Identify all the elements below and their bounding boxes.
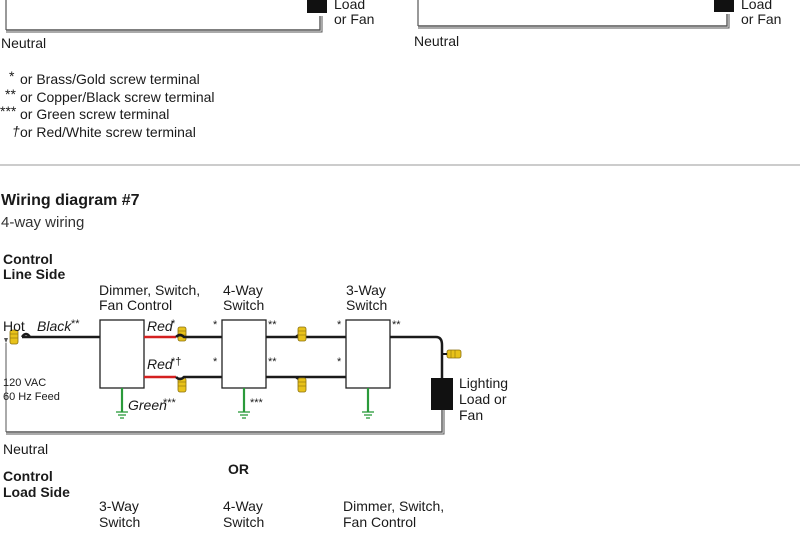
fourway-ground-icon — [238, 411, 250, 419]
bottom-fourway-label-2: Switch — [223, 514, 265, 530]
top-right-neutral-label: Neutral — [414, 33, 460, 49]
lighting-load-label-1: Lighting — [459, 375, 509, 391]
control-load-side-label-1: Control — [3, 468, 53, 484]
footnote-mark-1: * — [9, 68, 15, 84]
traveler-top-1 — [175, 333, 222, 339]
footnote-mark-2: ** — [5, 86, 16, 102]
or-label: OR — [228, 461, 249, 477]
top-left-load-label-1: Load — [334, 0, 366, 12]
dimmer-device-box — [99, 319, 145, 389]
control-line-side-label-1: Control — [3, 251, 53, 267]
fourway-top-right-mark: ** — [268, 319, 277, 331]
top-right-load-box — [714, 0, 734, 12]
footnote-text-4: or Red/White screw terminal — [20, 124, 196, 140]
black-wire-mark: ** — [71, 318, 80, 330]
top-right-load-label-1: Load — [741, 0, 773, 12]
green-wire-mark: *** — [163, 397, 176, 409]
dimmer-ground-icon — [116, 411, 128, 419]
diagram-subtitle: 4-way wiring — [1, 214, 85, 231]
vac-label-1: 120 VAC — [3, 377, 47, 389]
vac-label-2: 60 Hz Feed — [3, 391, 60, 403]
red-top-mark: * — [171, 318, 176, 330]
bottom-dimmer-label-2: Fan Control — [343, 514, 417, 530]
red-top-label: Red — [147, 318, 173, 334]
bottom-dimmer-label-1: Dimmer, Switch, — [343, 498, 445, 514]
top-left-load-label-2: or Fan — [334, 11, 375, 27]
dimmer-label-2: Fan Control — [99, 297, 173, 313]
fourway-bottom-right-mark: ** — [268, 356, 277, 368]
threeway-label-2: Switch — [346, 297, 388, 313]
diagram-title: Wiring diagram #7 — [1, 192, 140, 209]
fourway-device-box — [221, 319, 267, 389]
fourway-green-mark: *** — [250, 397, 263, 409]
footnote-text-3: or Green screw terminal — [20, 106, 170, 122]
top-left-neutral-label: Neutral — [1, 35, 47, 51]
neutral-return-wire — [6, 410, 443, 433]
hot-wirenut-icon — [9, 329, 19, 345]
bottom-threeway-label-1: 3-Way — [99, 498, 139, 514]
footnote-text-2: or Copper/Black screw terminal — [20, 89, 215, 105]
feed-arrow-top — [4, 338, 8, 343]
lighting-load-label-3: Fan — [459, 407, 484, 423]
fourway-bottom-left-mark: * — [213, 356, 218, 368]
footnote-mark-4: † — [12, 123, 20, 139]
wirenut-bottom-2-icon — [297, 377, 307, 393]
hot-label: Hot — [3, 318, 25, 334]
neutral-return-wire-2 — [6, 410, 445, 435]
bottom-fourway-label-1: 4-Way — [223, 498, 263, 514]
wirenut-top-2-icon — [297, 326, 307, 342]
bottom-threeway-label-2: Switch — [99, 514, 141, 530]
top-right-neutral-wire-2 — [418, 14, 730, 29]
lighting-load-label-2: Load or — [459, 391, 507, 407]
neutral-label: Neutral — [3, 441, 49, 457]
footnote-mark-3: *** — [0, 103, 17, 119]
threeway-top-right-mark: ** — [392, 319, 401, 331]
top-left-load-box — [307, 0, 327, 13]
red-bottom-mark: *† — [171, 356, 182, 368]
control-load-side-label-2: Load Side — [3, 484, 70, 500]
hot-wire-curl — [20, 332, 32, 338]
threeway-device-box — [345, 319, 391, 389]
control-line-side-label-2: Line Side — [3, 266, 66, 282]
footnote-text-1: or Brass/Gold screw terminal — [20, 71, 200, 87]
red-bottom-label: Red — [147, 356, 173, 372]
lighting-load-box — [431, 378, 453, 410]
threeway-ground-icon — [362, 411, 374, 419]
threeway-bottom-left-mark: * — [337, 356, 342, 368]
black-wire-label: Black — [37, 318, 72, 334]
traveler-bottom-1 — [175, 375, 222, 381]
load-wirenut-icon — [446, 349, 462, 359]
threeway-top-left-mark: * — [337, 319, 342, 331]
top-right-neutral-wire — [418, 14, 728, 27]
dimmer-label-1: Dimmer, Switch, — [99, 282, 201, 298]
green-wire-label: Green — [128, 397, 167, 413]
top-left-neutral-wire-2 — [6, 16, 323, 33]
top-right-load-label-2: or Fan — [741, 11, 782, 27]
load-feed-wire — [390, 335, 444, 378]
threeway-label-1: 3-Way — [346, 282, 386, 298]
fourway-label-2: Switch — [223, 297, 265, 313]
top-left-neutral-wire — [6, 16, 321, 31]
fourway-label-1: 4-Way — [223, 282, 263, 298]
fourway-top-left-mark: * — [213, 319, 218, 331]
